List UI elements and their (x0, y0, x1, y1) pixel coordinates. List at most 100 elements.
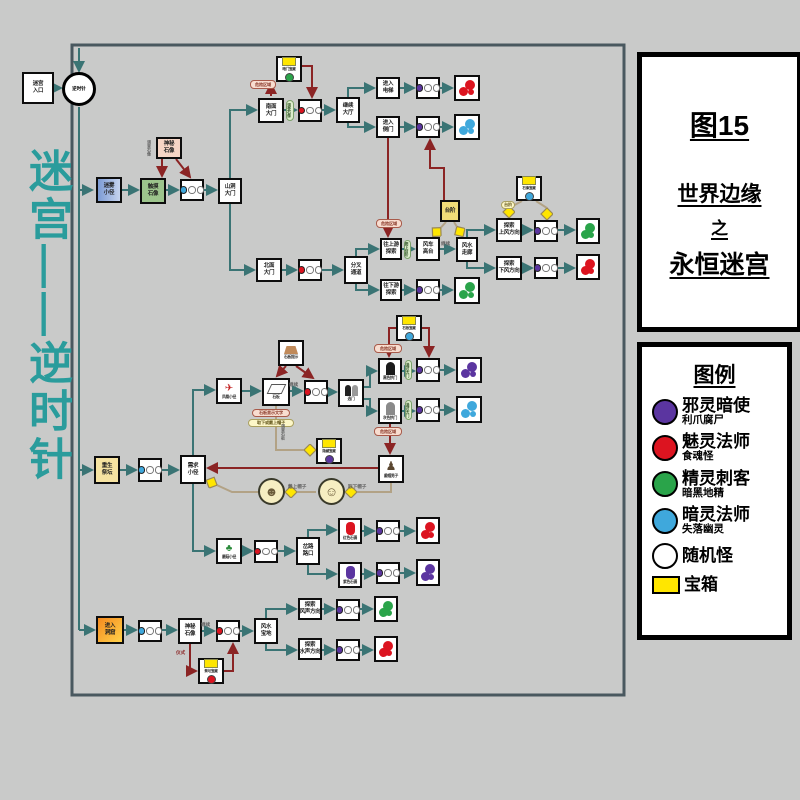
blue-monster-dot (404, 331, 414, 341)
red-monster-dot (206, 674, 216, 684)
box-label: 电梯 (382, 88, 394, 94)
danger-pill: 危险区域 (374, 427, 402, 436)
explore-box: 探索下风方向 (496, 256, 522, 280)
chest-label: 石板宝藏 (402, 325, 416, 330)
purple-result-dot (427, 573, 434, 580)
chest-icon (322, 438, 336, 448)
route-path (466, 224, 496, 237)
legend-red-swatch (652, 435, 678, 462)
chest-icon (402, 315, 416, 325)
red-result-dot (581, 266, 590, 275)
monster-box (533, 220, 559, 242)
bird-icon: ✈ (224, 382, 234, 394)
box-label: 入口 (32, 88, 44, 94)
sprout-icon: ♣ (225, 542, 233, 554)
box-label: 洞窟 (104, 630, 116, 636)
monster-box (415, 358, 441, 382)
route-path (192, 484, 216, 557)
monster-box (335, 599, 361, 621)
icon-caption: 紫色石俑 (343, 579, 357, 584)
result-box (374, 596, 398, 622)
box-label: 路口 (302, 551, 314, 557)
secret-path (208, 481, 259, 493)
treasure-box: 石像宝藏 (516, 176, 542, 201)
action-pill: 调查石像 (286, 100, 294, 121)
edge-label: 继续 (441, 241, 451, 246)
random-dot (312, 388, 320, 396)
hall-box: 继续大厅 (336, 97, 360, 123)
random-dot (424, 366, 432, 374)
upstream-box: 往上游探索 (380, 238, 402, 260)
red-idol-box: 红色石俑 (338, 518, 362, 544)
north-gate-box: 北面大门 (256, 258, 282, 282)
icon-caption: 红色石俑 (343, 535, 357, 540)
legend-text: 邪灵暗使利爪腐尸 (682, 397, 750, 426)
random-dot (352, 646, 361, 654)
fork-box: 分叉通道 (344, 256, 368, 284)
action-pill: 通过大门 (405, 400, 412, 420)
box-label: 迷雾 (103, 183, 115, 190)
box-label: 进入 (104, 623, 116, 630)
action-pill: 通过大门 (405, 360, 412, 380)
icon-caption: 选门 (347, 396, 355, 401)
explore-box: 探索风声方向 (298, 598, 322, 620)
elevator-box: 进入电梯 (376, 77, 400, 99)
legend-name: 精灵刺客 (682, 468, 750, 488)
legend-text: 宝箱 (684, 575, 718, 594)
platform-box: 风车高台 (416, 237, 440, 261)
blue-monster-dot (137, 627, 146, 635)
doors-icon (344, 384, 358, 396)
random-dot (306, 106, 314, 115)
legend-item: 随机怪 (652, 542, 750, 569)
random-dot (344, 606, 352, 614)
blue-result-dot (461, 409, 470, 418)
purple-monster-dot (415, 84, 424, 92)
secret-path (535, 200, 547, 218)
legend-item: 宝箱 (652, 575, 750, 594)
statue-box: 触摸石像 (140, 178, 166, 204)
blue-result-dot (467, 127, 474, 134)
random-dot (344, 646, 352, 654)
random-dot (314, 266, 323, 274)
monster-box (303, 380, 329, 404)
random-dot (146, 466, 154, 474)
random-dot (320, 388, 329, 396)
result-box (456, 396, 482, 423)
corridor-box: 风水走廊 (456, 237, 478, 262)
mushroom-trail-box: ♣蘑菇小径 (216, 538, 242, 564)
crossroad-box: 岔路路口 (296, 537, 320, 565)
monster-box (297, 259, 323, 281)
random-dot (550, 264, 559, 272)
box-label: 宝地 (260, 631, 272, 637)
route-path (466, 262, 496, 274)
edge-label: 调查石像 (147, 140, 152, 156)
box-label: 上风方向 (498, 230, 520, 236)
box-label: 石像 (184, 631, 196, 637)
box-label: 侧门 (382, 127, 394, 133)
green-result-dot (581, 230, 590, 239)
route-path (229, 104, 258, 178)
box-label: 大门 (265, 110, 277, 117)
box-label: 探索 (503, 223, 515, 230)
monster-box (415, 77, 441, 99)
door-b-icon (385, 361, 395, 375)
blue-monster-dot (179, 186, 188, 194)
box-label: 进入 (382, 120, 394, 127)
green-result-dot (459, 290, 468, 299)
red-result-dot (385, 649, 392, 656)
result-box (456, 357, 482, 383)
random-dot (232, 627, 241, 635)
random-dot (188, 186, 196, 194)
box-label: 石像 (163, 148, 175, 154)
route-path (364, 398, 378, 417)
box-label: 台阶 (444, 207, 456, 214)
edge-label: 继续 (201, 622, 211, 627)
random-dot (384, 569, 392, 577)
gray-arch-box: 灰色拱门 (378, 398, 402, 424)
danger-path (186, 644, 198, 677)
green-monster-dot (284, 72, 294, 82)
random-dot (550, 227, 559, 235)
result-box (416, 517, 440, 544)
route-path (355, 243, 380, 256)
